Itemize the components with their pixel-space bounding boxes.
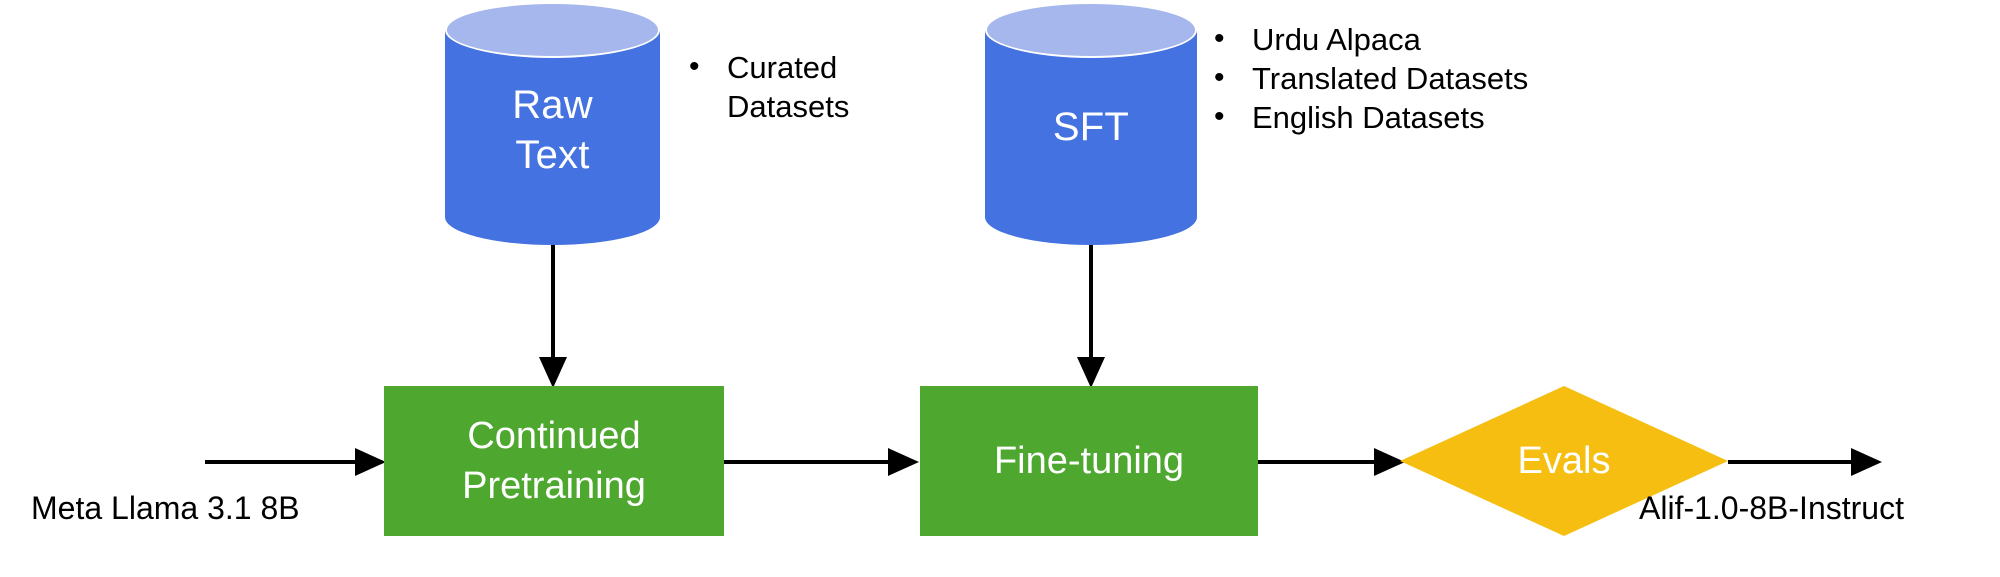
- cylinder-top-ellipse: [985, 2, 1197, 58]
- cylinder-body: [985, 30, 1197, 217]
- bullet-item: Urdu Alpaca: [1210, 19, 1540, 59]
- bullet-item: Curated Datasets: [685, 47, 895, 126]
- data-store-raw-text[interactable]: Raw Text: [445, 2, 660, 245]
- arrow-sft-to-fine-tuning: [1076, 245, 1106, 390]
- arrow-raw-text-to-continued-pretraining: [538, 245, 568, 390]
- bullet-list-raw-text: Curated Datasets: [685, 47, 895, 126]
- stage-fine-tuning[interactable]: Fine-tuning: [920, 386, 1258, 536]
- stage-label-fine-tuning: Fine-tuning: [988, 436, 1190, 486]
- arrow-continued-pretraining-to-fine-tuning: [724, 447, 920, 477]
- bullet-item: English Datasets: [1210, 97, 1540, 137]
- cylinder-body: [445, 30, 660, 217]
- arrow-input-to-continued-pretraining: [205, 447, 387, 477]
- arrow-fine-tuning-to-evals: [1258, 447, 1406, 477]
- data-store-label-raw-text-line1: Raw: [512, 83, 593, 127]
- cylinder-bottom-ellipse: [445, 189, 660, 245]
- stage-label-line2: Pretraining: [462, 465, 646, 507]
- bullet-list-sft: Urdu Alpaca Translated Datasets English …: [1210, 19, 1540, 137]
- arrow-evals-to-output: [1728, 447, 1883, 477]
- stage-label-continued-pretraining: Continued Pretraining: [456, 411, 652, 511]
- stage-label-line1: Fine-tuning: [993, 440, 1185, 482]
- stage-continued-pretraining[interactable]: Continued Pretraining: [384, 386, 724, 536]
- cylinder-bottom-ellipse: [985, 189, 1197, 245]
- data-store-label-sft-line1: SFT: [1052, 105, 1130, 149]
- bullet-item: Translated Datasets: [1210, 58, 1540, 98]
- stage-label-line1: Continued: [467, 415, 641, 457]
- input-model-label: Meta Llama 3.1 8B: [31, 490, 300, 526]
- cylinder-top-ellipse: [445, 2, 660, 58]
- data-store-sft[interactable]: SFT: [985, 2, 1197, 245]
- output-model-label: Alif-1.0-8B-Instruct: [1639, 490, 1904, 526]
- data-store-label-raw-text-line2: Text: [515, 133, 590, 177]
